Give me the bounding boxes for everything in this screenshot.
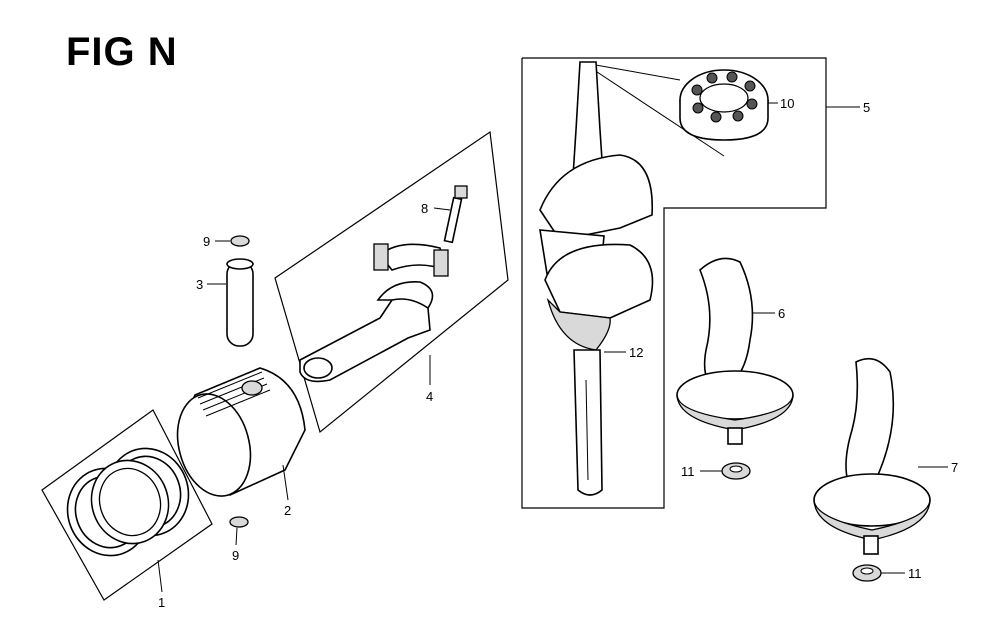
piston-rings-part — [66, 447, 190, 557]
crankshaft-part — [539, 61, 654, 496]
balancer-shaft-a-part: 6 — [676, 257, 794, 445]
piston-pin-part: 3 — [196, 258, 254, 347]
callout-9-top: 9 — [203, 234, 210, 249]
pin-clip-top: 9 — [203, 234, 250, 249]
callout-12: 12 — [629, 345, 643, 360]
callout-3: 3 — [196, 277, 203, 292]
pin-clip-bottom: 9 — [229, 516, 249, 563]
connecting-rod-frame — [274, 130, 509, 434]
callout-5: 5 — [863, 100, 870, 115]
callout-7: 7 — [951, 460, 958, 475]
callout-11-b: 11 — [908, 566, 922, 581]
oil-seal-b-part: 11 — [852, 564, 922, 582]
figure-title: FIG N — [66, 30, 178, 74]
callout-1: 1 — [158, 595, 165, 610]
callout-6: 6 — [778, 306, 785, 321]
piston-rings-group: 1 — [41, 409, 213, 610]
rod-bolt-part — [443, 185, 468, 244]
bearing-part: 10 — [679, 69, 794, 141]
connecting-rod-group: 8 4 — [274, 130, 509, 434]
callout-4: 4 — [426, 389, 433, 404]
crankshaft-frame — [521, 57, 827, 509]
callout-10: 10 — [780, 96, 794, 111]
callout-8: 8 — [421, 201, 428, 216]
balancer-shaft-b-part: 7 — [813, 357, 958, 555]
callout-2: 2 — [284, 503, 291, 518]
crankshaft-group: 5 10 12 — [521, 57, 870, 509]
oil-seal-a-part: 11 — [681, 462, 751, 480]
callout-11-a: 11 — [681, 464, 695, 479]
piston-part: 2 — [176, 367, 306, 518]
connecting-rod-part — [299, 243, 449, 383]
callout-9-bottom: 9 — [232, 548, 239, 563]
piston-rings-frame — [41, 409, 213, 601]
